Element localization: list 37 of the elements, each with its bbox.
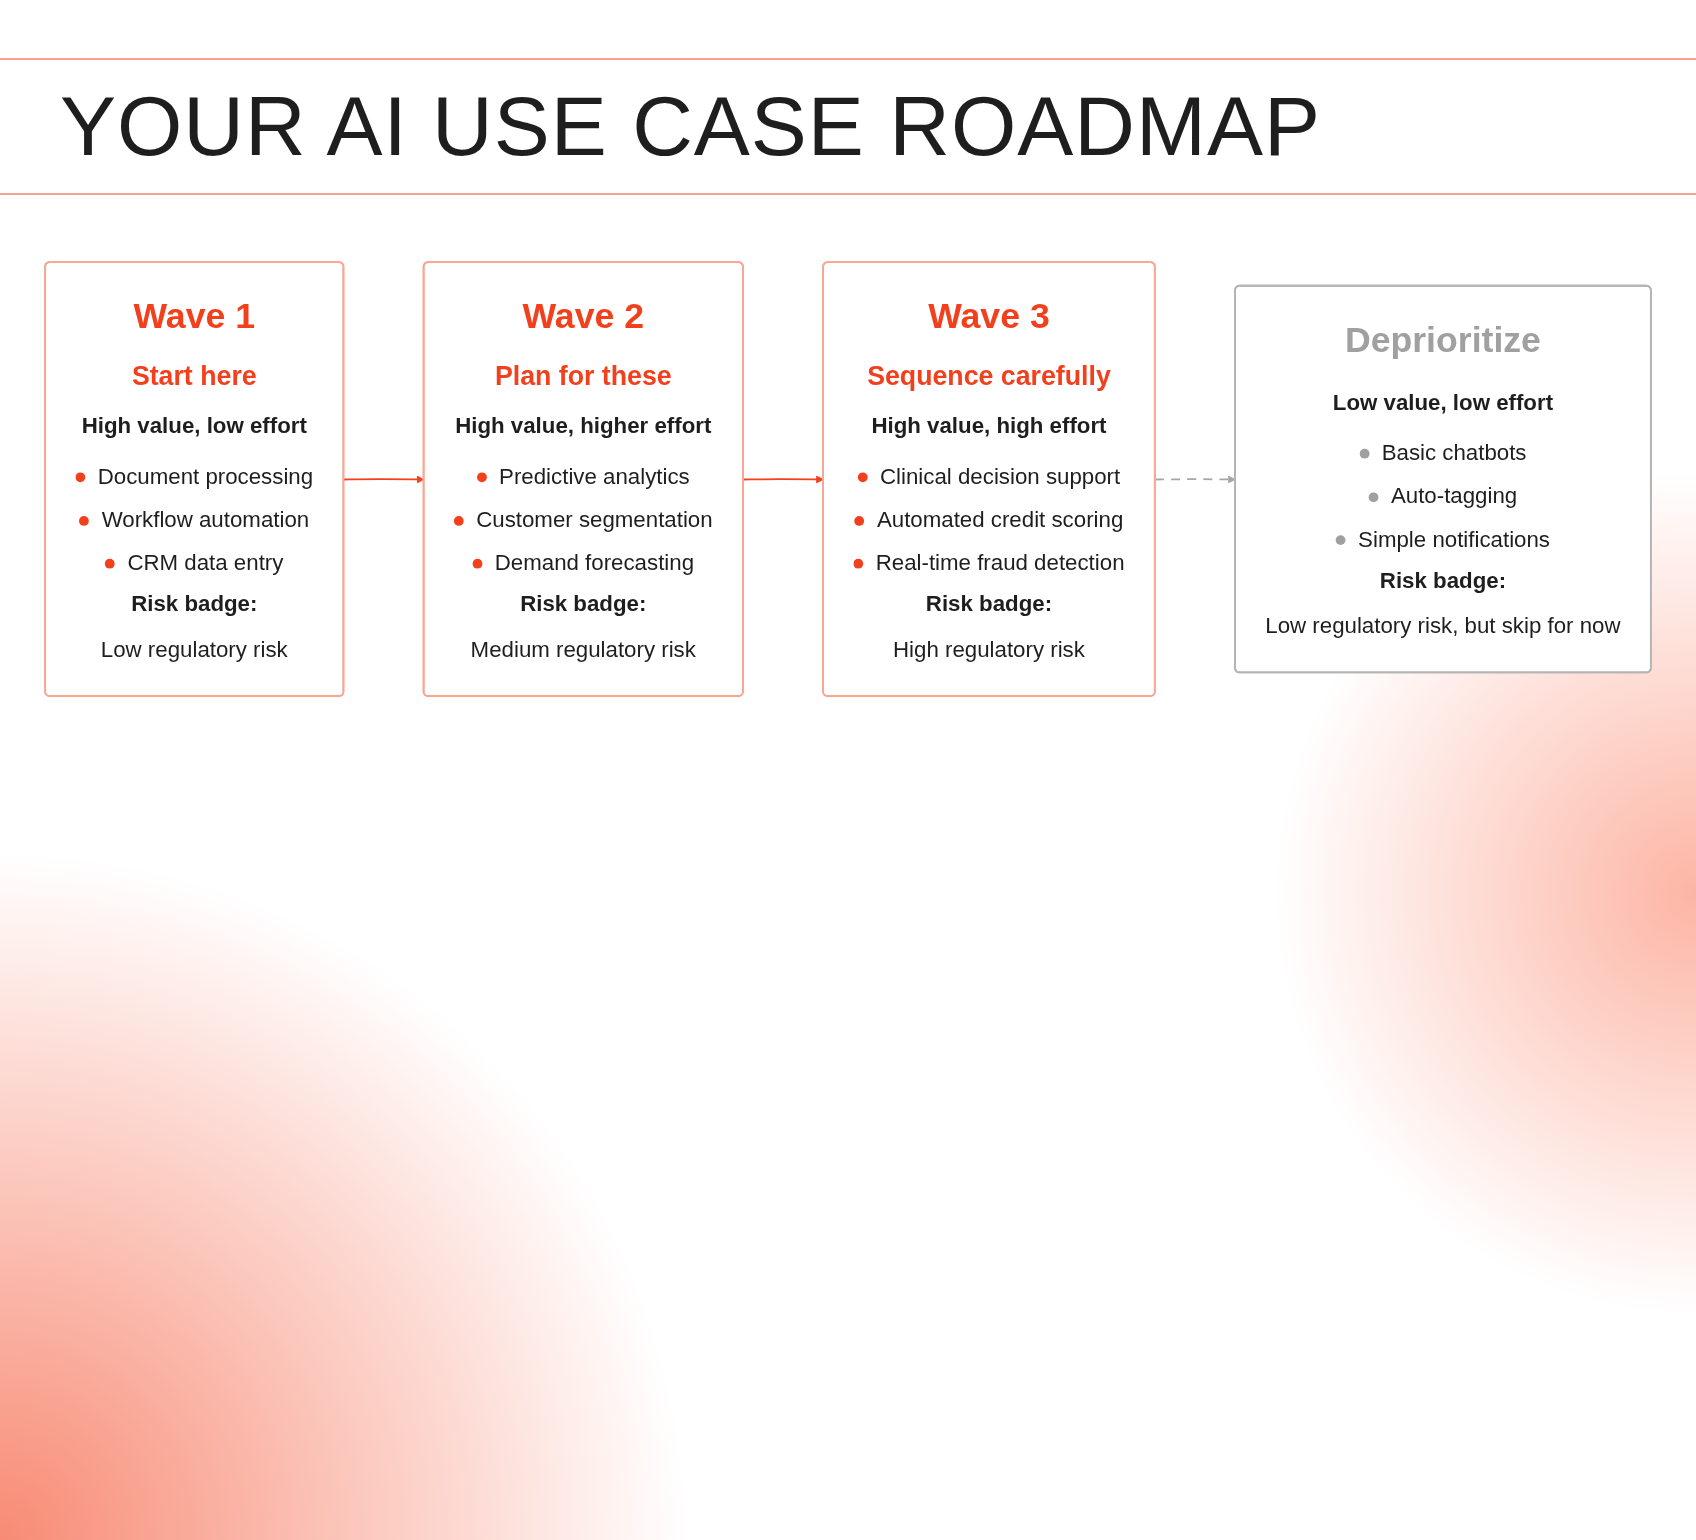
text: Plan for these (494, 361, 672, 391)
text: Low regulatory risk (100, 635, 288, 661)
text: Low value, low effort (1332, 389, 1554, 415)
text: Predictive analytics (499, 463, 690, 488)
text: Workflow automation (101, 506, 310, 532)
text: Real-time fraud detection (875, 549, 1125, 575)
text: Deprioritize (1344, 319, 1541, 359)
text: High value, high effort (871, 412, 1107, 438)
text: High regulatory risk (893, 635, 1085, 661)
text: Risk badge: (520, 590, 647, 616)
text: Wave 1 (133, 296, 255, 336)
text: High value, higher effort (455, 412, 712, 438)
rounded-box (822, 261, 1156, 697)
rounded-box (422, 261, 744, 697)
text: Risk badge: (925, 590, 1053, 616)
text: Automated credit scoring (876, 506, 1124, 532)
title: YOUR AI USE CASE ROADMAP (60, 78, 1321, 175)
text: CRM data entry (127, 549, 284, 575)
arrow (742, 475, 824, 484)
text: Low regulatory risk, but skip for now (1265, 612, 1621, 638)
text: Medium regulatory risk (470, 635, 696, 661)
text: Demand forecasting (494, 549, 695, 575)
text: Basic chatbots (1381, 439, 1527, 465)
text: Wave 2 (522, 296, 644, 336)
text: High value, low effort (81, 412, 307, 438)
rounded-box (1234, 284, 1652, 674)
text: Sequence carefully (867, 361, 1111, 391)
text: Document processing (97, 463, 314, 488)
text: Auto-tagging (1390, 482, 1518, 508)
text: Risk badge: (131, 590, 258, 616)
text: Start here (131, 361, 257, 391)
text: Wave 3 (928, 296, 1050, 336)
text: Risk badge: (1379, 567, 1507, 593)
text: Clinical decision support (880, 463, 1121, 488)
text: Customer segmentation (476, 506, 713, 532)
text: Simple notifications (1358, 525, 1550, 551)
rounded-box (44, 261, 345, 697)
